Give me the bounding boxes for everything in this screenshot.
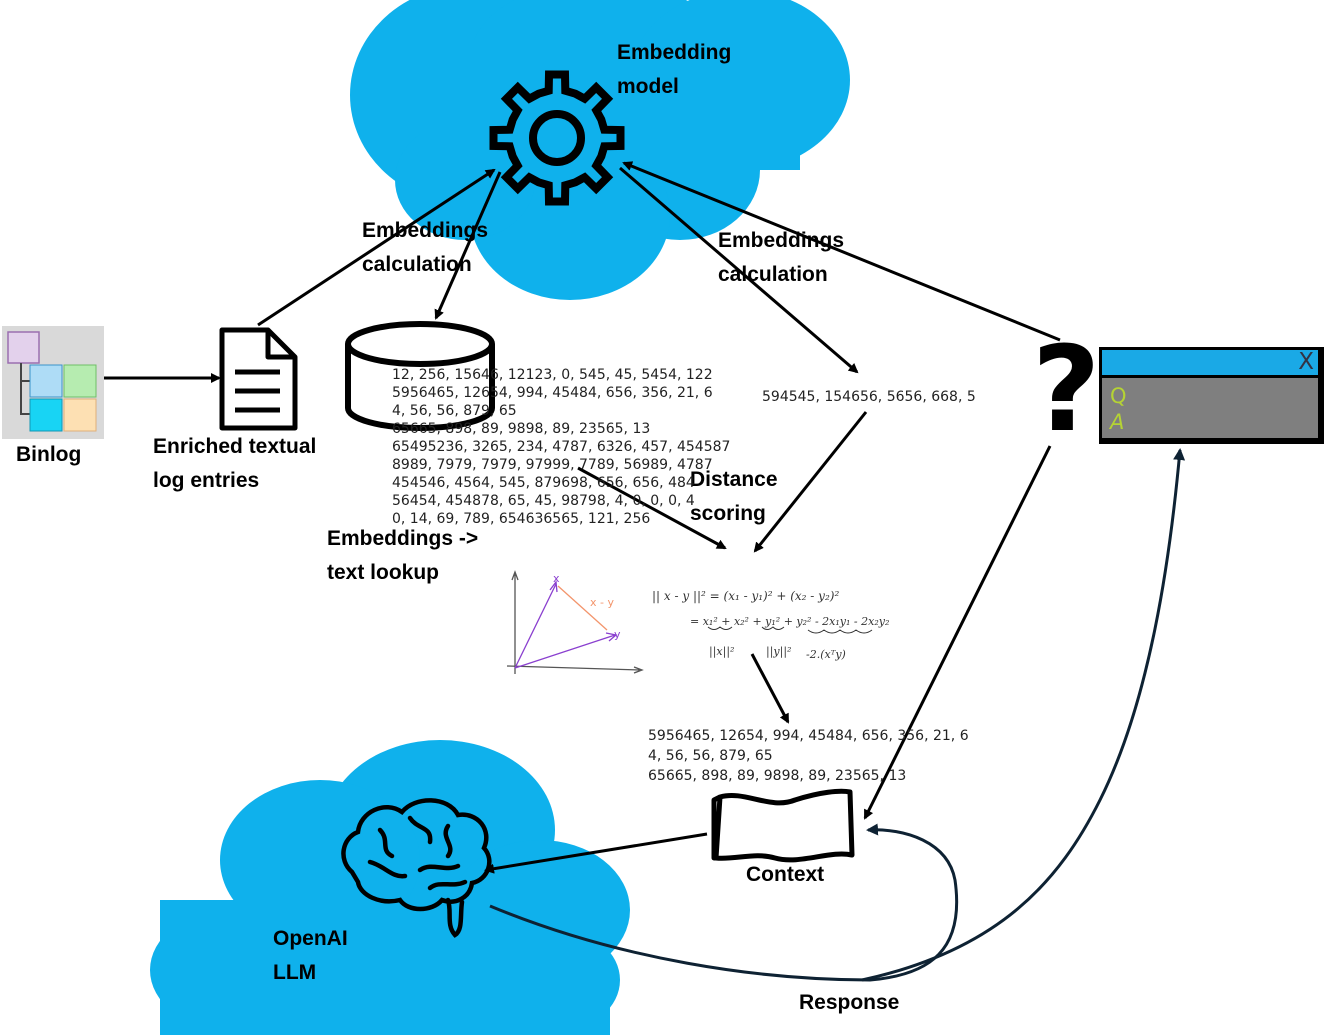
vector-graph [506,570,644,674]
document-icon [219,327,298,431]
math-dot: -2.(xᵀy) [806,648,846,661]
math-diff: x - y [590,596,614,609]
math-y: y [614,628,621,641]
close-icon[interactable]: X [1298,349,1314,375]
math-line1: || x - y ||² = (x₁ - y₁)² + (x₂ - y₂)² [652,589,839,603]
binlog-icon [2,326,104,439]
math-formula [707,626,873,634]
question-icon: ? [1032,320,1101,458]
qa-window-body: Q A [1102,378,1318,438]
math-norm-y: ||y||² [766,645,791,659]
embeddings-calc-right-label: Embeddings calculation [718,229,845,286]
brain-icon [341,798,492,938]
qa-question[interactable]: Q [1110,384,1127,408]
math-x: x [553,572,560,585]
embeddings-calc-left-label: Embeddings calculation [362,219,489,276]
lookup-label: Embeddings -> text lookup [327,527,479,584]
qa-window-titlebar: X [1102,349,1318,375]
gear-icon [489,70,625,206]
qa-answer[interactable]: A [1110,410,1125,434]
database-icon [345,321,495,431]
result-embeddings: 5956465, 12654, 994, 45484, 656, 356, 21… [648,728,969,784]
flow-arrows [104,161,1061,874]
enriched-log-label: Enriched textual log entries [153,435,317,492]
math-norm-x: ||x||² [709,645,734,659]
math-line2: = x₁² + x₂² + y₁² + y₂² - 2x₁y₁ - 2x₂y₂ [690,615,889,628]
binlog-label: Binlog [16,443,82,466]
response-label: Response [799,991,900,1014]
embedding-cloud [350,0,850,300]
stored-embeddings: 12, 256, 15646, 12123, 0, 545, 45, 5454,… [392,367,731,527]
llm-cloud [150,740,630,1035]
response-curves [489,448,1186,982]
scroll-icon [711,788,855,863]
embedding-model-label: Embedding model [617,41,732,98]
query-embedding: 594545, 154656, 5656, 668, 5 [762,389,976,405]
context-label: Context [746,863,825,886]
llm-label: OpenAI LLM [273,927,348,984]
distance-scoring-label: Distance scoring [690,468,778,525]
